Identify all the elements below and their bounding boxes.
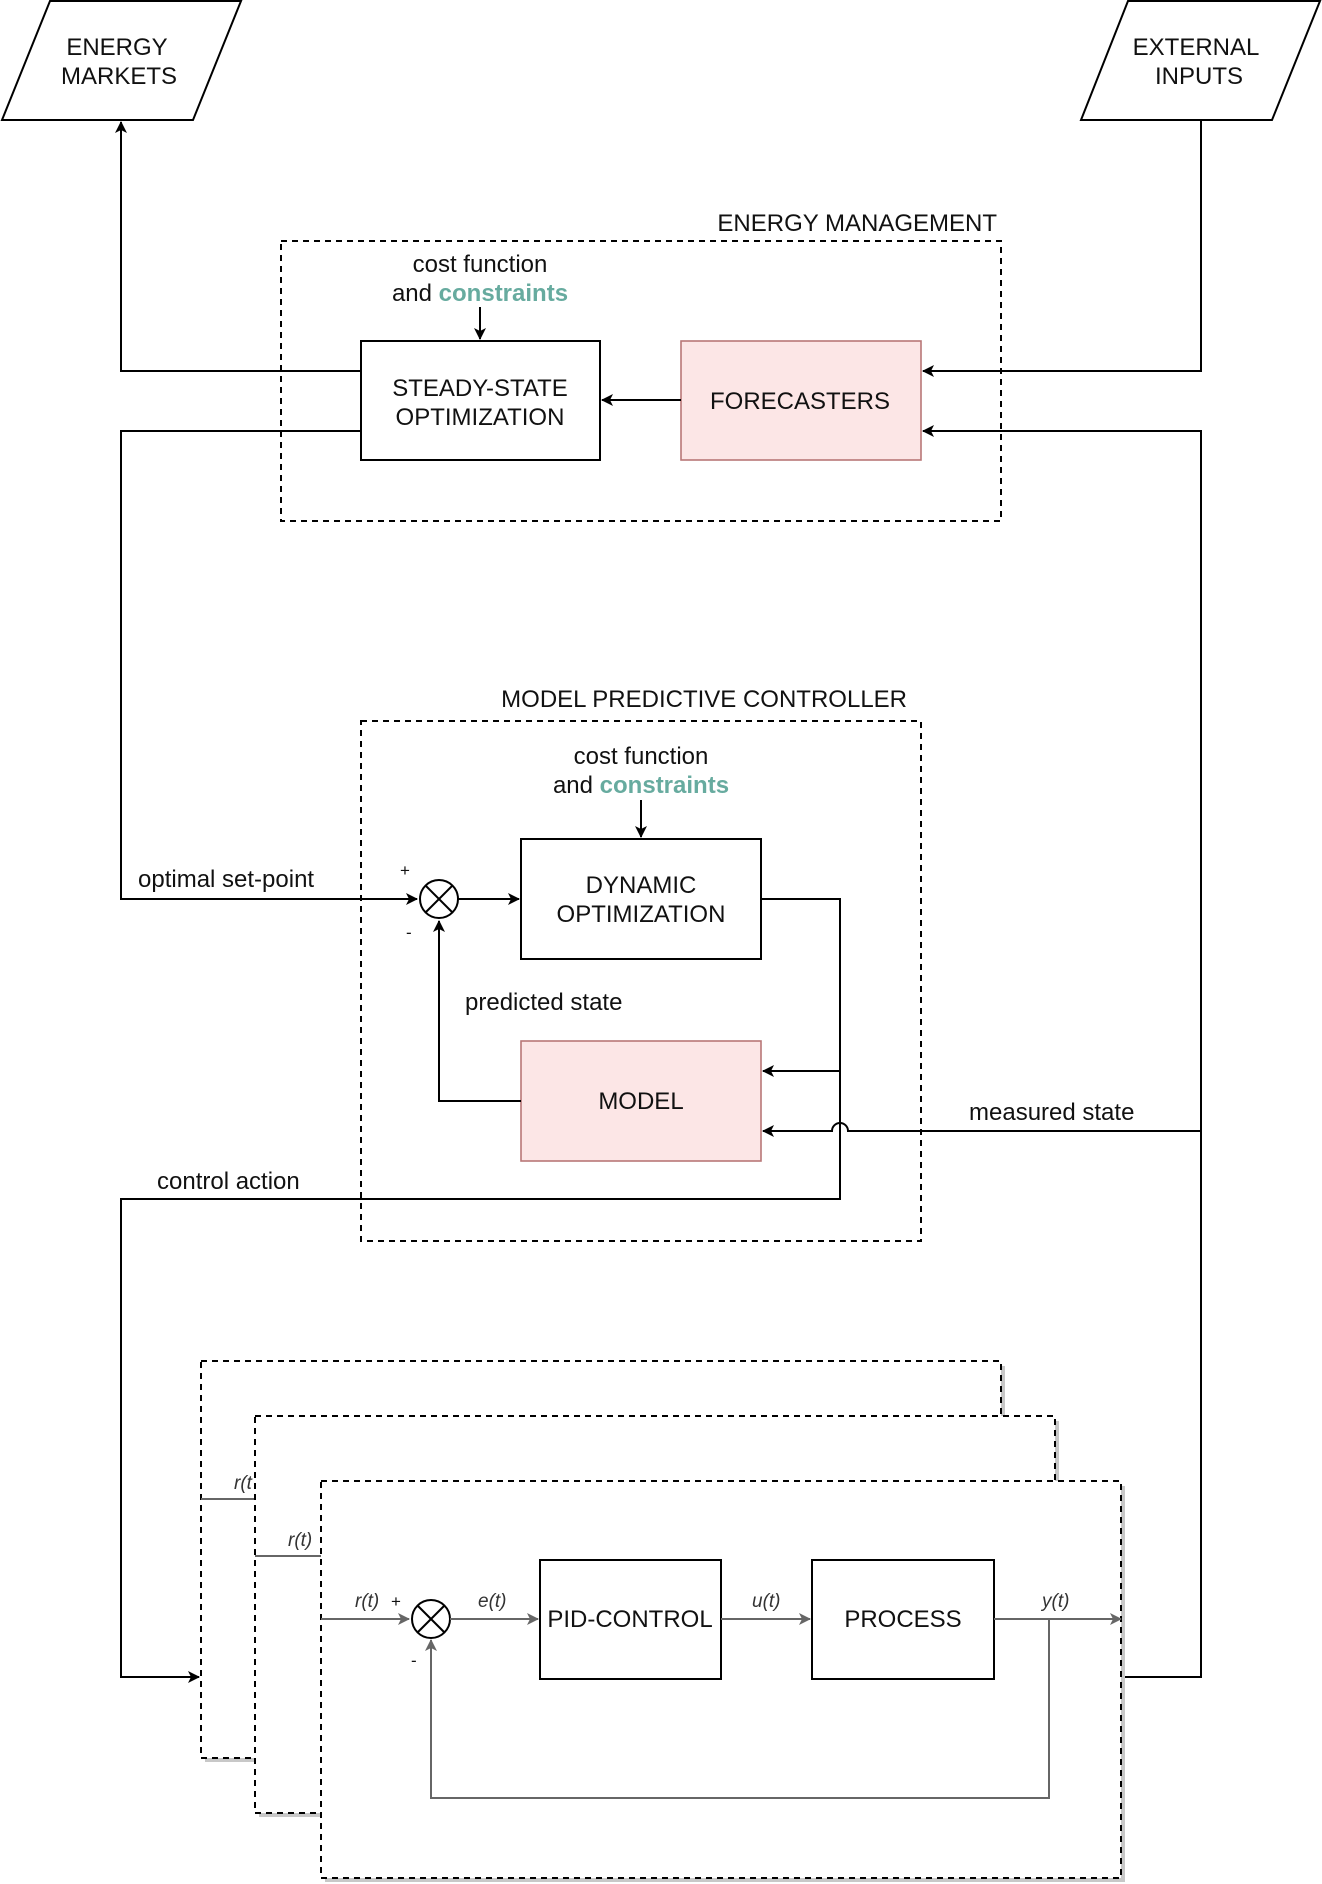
process-block: [811, 1559, 995, 1680]
dynamic-optimization-label-2: OPTIMIZATION: [557, 901, 726, 928]
model-block: [520, 1040, 762, 1162]
pid-middle-r-label: r(t): [288, 1530, 312, 1551]
external-inputs-block: EXTERNAL INPUTS: [1079, 0, 1322, 121]
energy-markets-label-2: MARKETS: [61, 63, 177, 90]
process-output-to-forecasters-arrow: [922, 425, 1202, 1678]
mpc-cost-function-label: cost function: [574, 743, 709, 770]
mpc-title: MODEL PREDICTIVE CONTROLLER: [501, 686, 907, 713]
dynamic-optimization-label-1: DYNAMIC: [586, 872, 697, 899]
forecasters-block: [680, 340, 922, 461]
external-inputs-label-2: INPUTS: [1155, 63, 1243, 90]
optimal-set-point-arrow: [120, 430, 418, 905]
pid-loop-card-front: r(t) + - e(t) PID-CONTROL u(t) PROCESS y…: [320, 1480, 1125, 1882]
pid-control-block: [539, 1559, 722, 1680]
external-inputs-label-1: EXTERNAL: [1133, 34, 1260, 61]
energy-management-group: ENERGY MANAGEMENT cost function and cons…: [280, 210, 1002, 522]
mpc-boundary: [360, 720, 922, 1242]
energy-management-boundary: [280, 240, 1002, 522]
external-inputs-to-forecasters-arrow: [922, 120, 1202, 377]
predicted-state-label: predicted state: [465, 989, 622, 1016]
control-action-label: control action: [157, 1168, 300, 1195]
energy-management-title: ENERGY MANAGEMENT: [717, 210, 997, 237]
forecasters-label: FORECASTERS: [710, 388, 890, 415]
pid-y-label: y(t): [1040, 1591, 1069, 1612]
mpc-minus-sign: -: [406, 923, 412, 942]
steady-state-optimization-block: [360, 340, 601, 461]
mpc-cost-constraints-label: and constraints: [553, 772, 729, 799]
optimal-set-point-label: optimal set-point: [138, 866, 314, 893]
steady-state-label-1: STEADY-STATE: [392, 375, 568, 402]
process-label: PROCESS: [844, 1606, 961, 1633]
measured-state-label: measured state: [969, 1099, 1134, 1126]
pid-feedback-arrow: [425, 1619, 1050, 1799]
pid-u-label: u(t): [752, 1591, 781, 1612]
steady-state-label-2: OPTIMIZATION: [396, 404, 565, 431]
control-action-arrow: [120, 1071, 841, 1683]
mpc-group: MODEL PREDICTIVE CONTROLLER cost functio…: [360, 686, 922, 1242]
energy-markets-label-1: ENERGY: [66, 34, 167, 61]
pid-summing-junction: [411, 1599, 451, 1639]
pid-plus-sign: +: [391, 1592, 401, 1611]
pid-control-label: PID-CONTROL: [547, 1606, 712, 1633]
mpc-plus-sign: +: [400, 861, 410, 880]
pid-r-label: r(t): [355, 1591, 379, 1612]
pid-minus-sign: -: [411, 1651, 417, 1670]
pid-back-r-label: r(t: [234, 1473, 253, 1494]
model-to-junction-arrow: [433, 920, 521, 1102]
em-cost-function-label: cost function: [413, 251, 548, 278]
model-label: MODEL: [598, 1088, 683, 1115]
em-cost-constraints-label: and constraints: [392, 280, 568, 307]
optimization-to-markets-arrow: [115, 121, 361, 372]
energy-markets-block: ENERGY MARKETS: [0, 0, 243, 121]
mpc-summing-junction: [419, 879, 459, 919]
dynamic-to-model-arrow: [761, 898, 841, 1077]
pid-e-label: e(t): [478, 1591, 507, 1612]
dynamic-optimization-block: [520, 838, 762, 960]
